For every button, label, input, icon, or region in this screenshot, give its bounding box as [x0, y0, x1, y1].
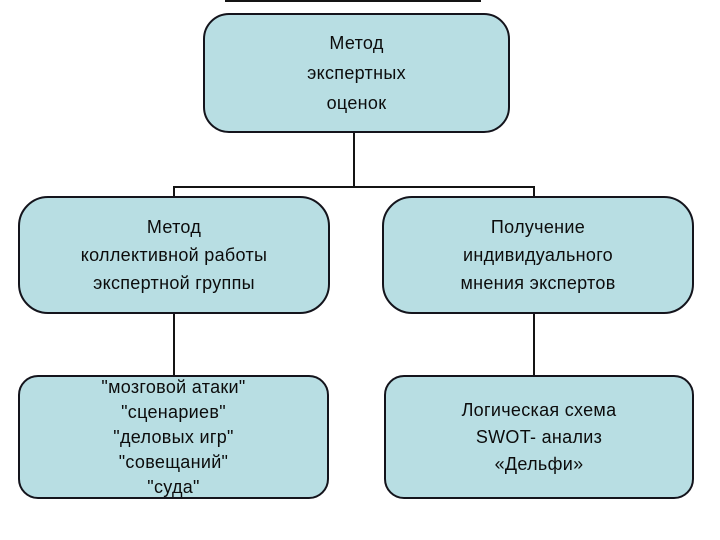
node-text-line: Логическая схема — [461, 399, 617, 420]
node-text-line: экспертной группы — [93, 273, 255, 293]
edge-root-stem — [353, 133, 355, 187]
node-text-line: "суда" — [147, 476, 200, 497]
edge-split-left-stub — [173, 186, 175, 197]
node-text-line: SWOT- анализ — [475, 426, 603, 447]
node-text-line: "мозговой атаки" — [101, 376, 246, 397]
node-collective-method-kinds: "мозговой атаки" "сценариев" "деловых иг… — [18, 375, 329, 499]
node-text-line: «Дельфи» — [494, 453, 584, 474]
node-text-line: "деловых игр" — [113, 426, 234, 447]
node-collective-work: Метод коллективной работы экспертной гру… — [18, 196, 330, 314]
edge-collective-to-kinds — [173, 313, 175, 376]
top-crop-line — [225, 0, 481, 2]
node-text-line: Метод — [146, 217, 202, 237]
node-text-line: экспертных — [307, 63, 406, 83]
edge-individual-to-kinds — [533, 313, 535, 376]
node-expert-methods-root: Метод экспертных оценок — [203, 13, 510, 133]
edge-split-right-stub — [533, 186, 535, 197]
node-text-line: Метод — [329, 33, 384, 53]
edge-split-bar — [173, 186, 535, 188]
node-text-line: "совещаний" — [118, 451, 229, 472]
node-text-line: коллективной работы — [80, 245, 268, 265]
node-text-line: индивидуального — [463, 245, 613, 265]
node-individual-opinion: Получение индивидуального мнения эксперт… — [382, 196, 694, 314]
node-text-line: мнения экспертов — [460, 273, 616, 293]
node-text-line: оценок — [326, 93, 387, 113]
node-individual-method-kinds: Логическая схема SWOT- анализ «Дельфи» — [384, 375, 694, 499]
node-text-line: "сценариев" — [121, 401, 226, 422]
node-text-line: Получение — [490, 217, 586, 237]
